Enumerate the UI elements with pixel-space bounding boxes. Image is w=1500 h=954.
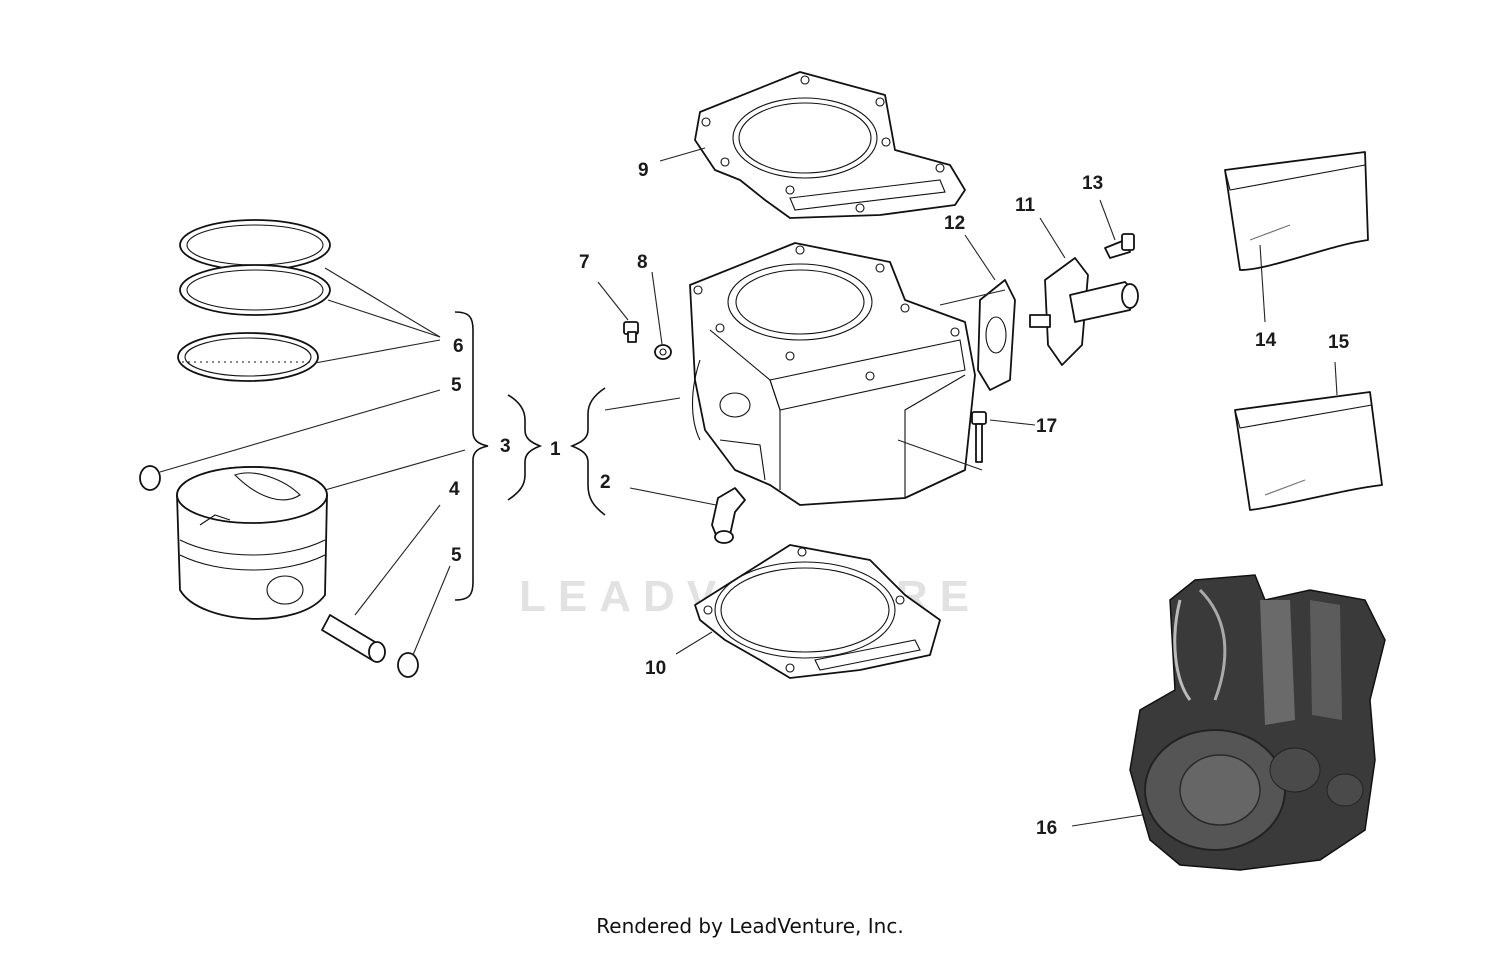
callout-4[interactable]: 4: [449, 479, 460, 500]
circlip-part-lower[interactable]: [397, 652, 419, 678]
head-gasket-part[interactable]: [694, 71, 966, 219]
callout-8[interactable]: 8: [637, 252, 648, 273]
engine-image-part[interactable]: [1129, 574, 1386, 871]
callout-17[interactable]: 17: [1036, 416, 1057, 437]
callout-10[interactable]: 10: [645, 658, 666, 679]
tensioner-gasket-part[interactable]: [977, 279, 1016, 391]
chain-tensioner-part[interactable]: [1029, 257, 1139, 366]
callout-2[interactable]: 2: [600, 472, 611, 493]
piston-pin-part[interactable]: [321, 614, 386, 663]
callout-12[interactable]: 12: [944, 213, 965, 234]
piston-part[interactable]: [176, 466, 328, 620]
callout-9[interactable]: 9: [638, 160, 649, 181]
callout-3[interactable]: 3: [500, 436, 511, 457]
brace-1-left: [507, 394, 543, 501]
brace-3: [454, 311, 489, 601]
leader-lines: [159, 147, 1338, 827]
callout-5-upper[interactable]: 5: [451, 375, 462, 396]
callout-7[interactable]: 7: [579, 252, 590, 273]
brace-1-right: [569, 387, 606, 516]
callout-11[interactable]: 11: [1015, 195, 1036, 216]
circlip-part-upper[interactable]: [139, 465, 161, 491]
kit-bag-part-15[interactable]: [1234, 391, 1383, 511]
kit-bag-part-14[interactable]: [1224, 151, 1369, 271]
callout-16[interactable]: 16: [1036, 818, 1057, 839]
bolt-part-7[interactable]: [623, 321, 639, 343]
base-gasket-part[interactable]: [694, 544, 941, 679]
callout-labels: 1 2 3 4 5 5 6 7 8 9 10 11 12 13 14 15 16…: [449, 160, 1350, 839]
callout-13[interactable]: 13: [1082, 173, 1103, 194]
fitting-part-2[interactable]: [711, 487, 746, 544]
callout-14[interactable]: 14: [1255, 330, 1277, 351]
footer-credit: Rendered by LeadVenture, Inc.: [596, 914, 904, 938]
callout-5-lower[interactable]: 5: [451, 545, 462, 566]
callout-15[interactable]: 15: [1328, 332, 1350, 353]
cylinder-part[interactable]: [689, 242, 976, 506]
bolt-part-13[interactable]: [1104, 233, 1135, 259]
piston-rings-part[interactable]: [177, 219, 331, 382]
callout-1[interactable]: 1: [550, 439, 561, 460]
washer-part-8[interactable]: [654, 344, 672, 360]
bolt-part-17[interactable]: [971, 411, 987, 463]
callout-6[interactable]: 6: [453, 336, 464, 357]
